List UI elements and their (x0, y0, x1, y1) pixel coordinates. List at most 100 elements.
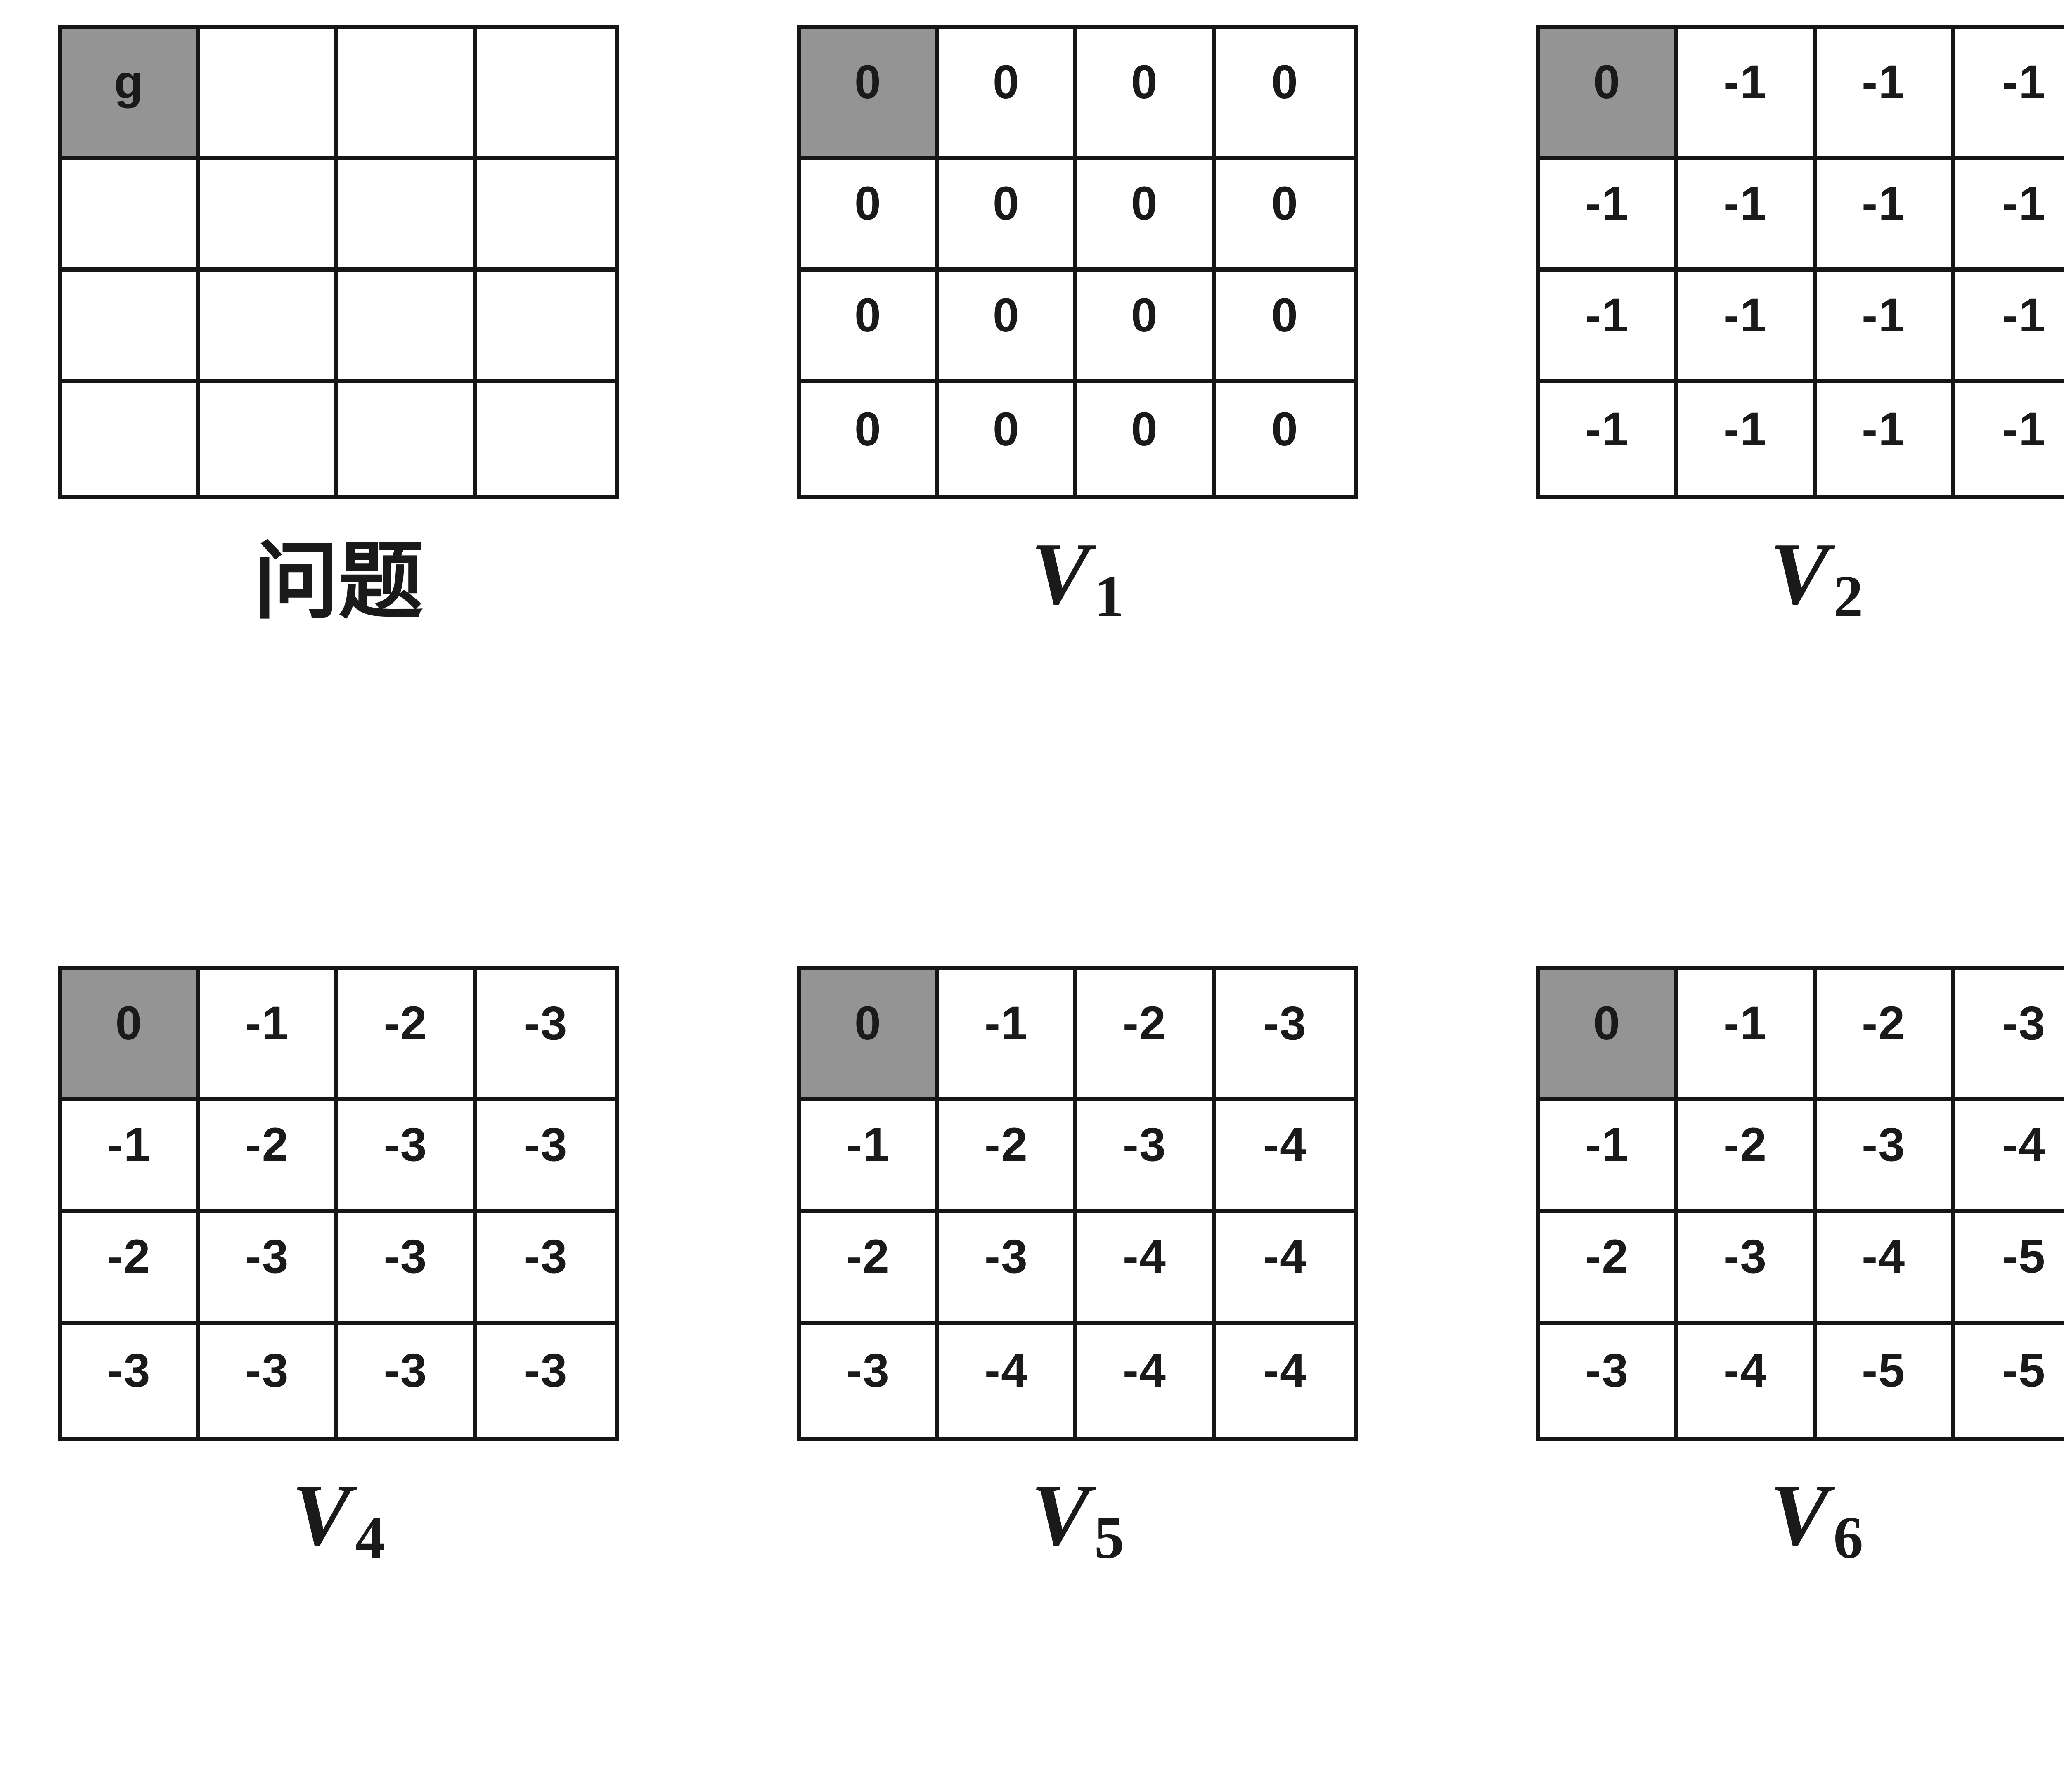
grid-cell: -1 (62, 1101, 200, 1213)
grid-cell: 0 (939, 29, 1078, 160)
grid-cell: -4 (1678, 1325, 1817, 1437)
figure-row-bottom: 0-1-2-3-1-2-3-3-2-3-3-3-3-3-3-3 V 4 0-1-… (0, 966, 2064, 1571)
grid-cell (477, 29, 615, 160)
grid-cell: 0 (1216, 272, 1354, 384)
grid-cell: -2 (1678, 1101, 1817, 1213)
caption-v-base: V (1770, 1465, 1830, 1564)
goal-cell: g (62, 29, 200, 160)
grid-cell: -2 (1077, 970, 1216, 1101)
caption-v-base: V (1031, 1465, 1090, 1564)
grid-cell: -2 (338, 970, 477, 1101)
grid-cell: -3 (200, 1213, 338, 1325)
grid-cell: -3 (939, 1213, 1078, 1325)
value-grid-problem: g (58, 25, 619, 499)
grid-group-v6: 0-1-2-3-1-2-3-4-2-3-4-5-3-4-5-5 V 6 (1536, 966, 2064, 1571)
grid-cell (200, 272, 338, 384)
goal-cell: 0 (1540, 970, 1678, 1101)
grid-cell: -2 (1540, 1213, 1678, 1325)
grid-cell (338, 160, 477, 272)
caption-v-base: V (1770, 524, 1830, 623)
grid-cell: -4 (1955, 1101, 2064, 1213)
grid-cell: 0 (801, 160, 940, 272)
grid-cell: -3 (1816, 1101, 1955, 1213)
grid-caption: V 6 (1770, 1465, 1863, 1571)
grid-cell: -1 (1678, 29, 1817, 160)
grid-cell: 0 (939, 272, 1078, 384)
value-grid-v5: 0-1-2-3-1-2-3-4-2-3-4-4-3-4-4-4 (797, 966, 1359, 1441)
grid-cell: -1 (1955, 272, 2064, 384)
grid-cell: -5 (1955, 1213, 2064, 1325)
grid-cell: 0 (939, 383, 1078, 495)
grid-cell: -1 (1540, 160, 1678, 272)
grid-cell: 0 (1216, 160, 1354, 272)
grid-cell: 0 (1077, 160, 1216, 272)
grid-cell (338, 272, 477, 384)
grid-cell: 0 (1216, 29, 1354, 160)
grid-cell: -3 (477, 1325, 615, 1437)
grid-cell: -1 (1816, 383, 1955, 495)
grid-cell (200, 160, 338, 272)
grid-cell: 0 (801, 272, 940, 384)
grid-cell: -5 (1816, 1325, 1955, 1437)
grid-caption: 问题 (254, 535, 423, 629)
grid-cell: -3 (1077, 1101, 1216, 1213)
grid-cell: -3 (1540, 1325, 1678, 1437)
grid-cell: -5 (1955, 1325, 2064, 1437)
grid-cell: -2 (939, 1101, 1078, 1213)
grid-cell: -3 (1216, 970, 1354, 1101)
caption-v-base: V (292, 1465, 351, 1564)
grid-cell (200, 383, 338, 495)
grid-cell: 0 (1216, 383, 1354, 495)
grid-cell: -1 (1540, 272, 1678, 384)
grid-group-v4: 0-1-2-3-1-2-3-3-2-3-3-3-3-3-3-3 V 4 (58, 966, 619, 1571)
caption-v-sub: 4 (355, 1505, 385, 1571)
grid-cell: -2 (200, 1101, 338, 1213)
grid-cell: -1 (1816, 160, 1955, 272)
grid-caption: V 4 (292, 1465, 385, 1571)
grid-cell: -3 (477, 1213, 615, 1325)
grid-cell: -3 (1678, 1213, 1817, 1325)
grid-cell: -4 (939, 1325, 1078, 1437)
goal-cell: 0 (1540, 29, 1678, 160)
grid-cell: -1 (1678, 160, 1817, 272)
grid-cell: -3 (477, 970, 615, 1101)
grid-cell: -3 (338, 1101, 477, 1213)
grid-cell: -1 (1955, 160, 2064, 272)
grid-cell: -3 (801, 1325, 940, 1437)
grid-cell: -2 (801, 1213, 940, 1325)
goal-cell: 0 (62, 970, 200, 1101)
grid-cell: -4 (1077, 1325, 1216, 1437)
grid-cell (338, 29, 477, 160)
caption-v-sub: 1 (1094, 563, 1124, 630)
grid-group-v5: 0-1-2-3-1-2-3-4-2-3-4-4-3-4-4-4 V 5 (797, 966, 1359, 1571)
grid-cell: -4 (1216, 1101, 1354, 1213)
grid-cell: -3 (62, 1325, 200, 1437)
grid-cell: -4 (1077, 1213, 1216, 1325)
grid-cell: -1 (1678, 970, 1817, 1101)
grid-cell: -3 (338, 1325, 477, 1437)
grid-cell: 0 (801, 383, 940, 495)
grid-cell: 0 (1077, 29, 1216, 160)
grid-cell: -3 (1955, 970, 2064, 1101)
grid-cell (62, 383, 200, 495)
caption-v-sub: 2 (1833, 563, 1863, 630)
grid-cell: -1 (1540, 1101, 1678, 1213)
grid-cell: -1 (939, 970, 1078, 1101)
grid-cell: -1 (1678, 272, 1817, 384)
grid-cell: -1 (1955, 383, 2064, 495)
grid-cell: 0 (939, 160, 1078, 272)
grid-cell: -2 (1816, 970, 1955, 1101)
grid-cell (62, 160, 200, 272)
grid-cell: -1 (200, 970, 338, 1101)
grid-cell (477, 160, 615, 272)
grid-cell (200, 29, 338, 160)
goal-cell: 0 (801, 29, 940, 160)
grid-cell: -1 (1678, 383, 1817, 495)
grid-cell: -2 (62, 1213, 200, 1325)
grid-caption: V 5 (1031, 1465, 1124, 1571)
caption-v-sub: 5 (1094, 1505, 1124, 1571)
grid-cell: -4 (1816, 1213, 1955, 1325)
value-grid-v6: 0-1-2-3-1-2-3-4-2-3-4-5-3-4-5-5 (1536, 966, 2064, 1441)
